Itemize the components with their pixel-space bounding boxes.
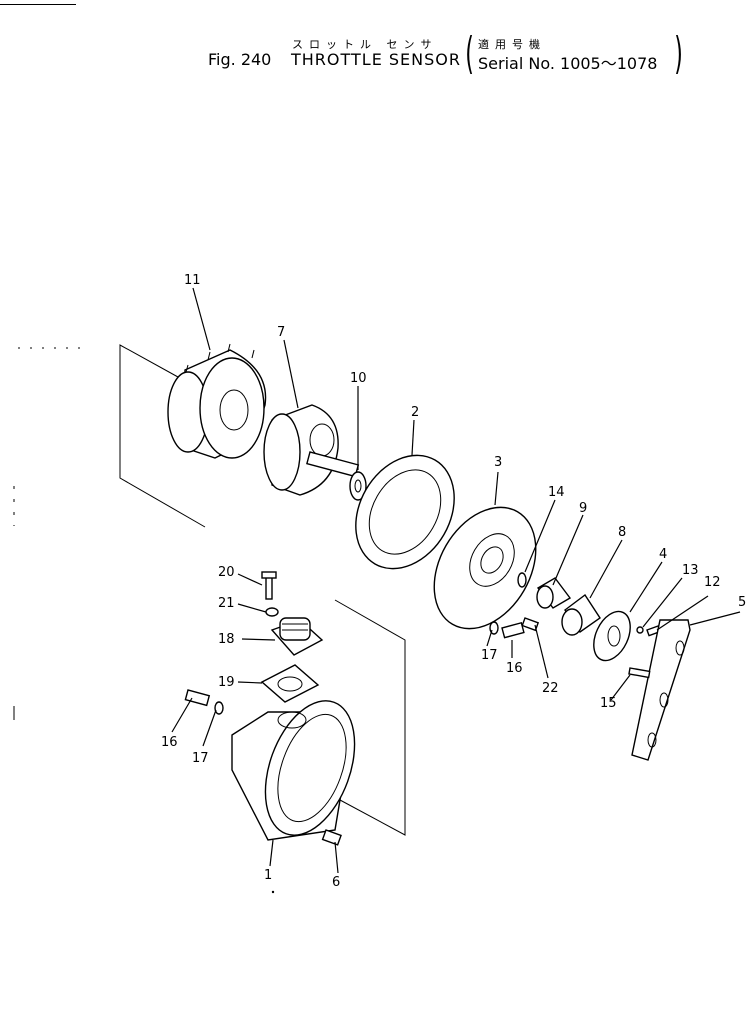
figure-number: Fig. 240 — [208, 50, 272, 69]
callout-8: 8 — [618, 525, 626, 540]
callout-6: 6 — [332, 875, 340, 890]
callout-16-upper: 16 — [506, 661, 523, 676]
part-2-gasket — [355, 454, 455, 570]
part-14-oring — [517, 572, 527, 588]
callout-16-lower: 16 — [161, 735, 178, 750]
callout-4: 4 — [659, 547, 667, 562]
callout-18: 18 — [218, 632, 235, 647]
figure-title: THROTTLE SENSOR — [291, 50, 461, 69]
callout-17-lower: 17 — [192, 751, 209, 766]
callout-9: 9 — [579, 501, 587, 516]
part-6-pin — [321, 829, 342, 846]
callout-20: 20 — [218, 565, 235, 580]
callout-2: 2 — [411, 405, 419, 420]
open-paren: ( — [465, 28, 474, 79]
part-7-lever — [263, 404, 360, 496]
part-1-housing — [231, 700, 356, 841]
part-10-washer — [349, 471, 367, 501]
part-17-washer-lower — [214, 701, 224, 715]
callout-11: 11 — [184, 273, 201, 288]
top-rule — [0, 4, 76, 5]
part-11-potentiometer — [167, 343, 267, 459]
part-22-pin — [521, 617, 540, 632]
leader-lines — [171, 287, 741, 874]
part-20-screw — [261, 571, 277, 600]
serial-japanese: 適用号機 — [478, 38, 546, 51]
callout-1: 1 — [264, 868, 272, 883]
part-8-bearing — [561, 593, 601, 636]
group-bracket-lower — [334, 599, 406, 836]
callout-7: 7 — [277, 325, 285, 340]
part-13-ball — [636, 626, 644, 634]
callout-5: 5 — [738, 595, 746, 610]
part-18-connector — [270, 617, 324, 656]
part-5-link-arm — [631, 619, 691, 761]
callout-13: 13 — [682, 563, 699, 578]
part-3-flange — [433, 506, 537, 630]
scan-marks — [13, 347, 275, 894]
part-21-washer — [265, 607, 279, 617]
callout-22: 22 — [542, 681, 559, 696]
title-japanese: スロットル センサ — [292, 38, 438, 51]
part-15-pin — [628, 667, 651, 679]
callout-12: 12 — [704, 575, 721, 590]
callout-3: 3 — [494, 455, 502, 470]
callout-21: 21 — [218, 596, 235, 611]
close-paren: ) — [674, 28, 683, 79]
part-19-gasket — [260, 664, 320, 703]
callout-15: 15 — [600, 696, 617, 711]
part-16-bolt-upper — [501, 621, 525, 639]
callout-10: 10 — [350, 371, 367, 386]
part-4-retainer — [593, 610, 631, 662]
part-9-sleeve — [536, 577, 572, 609]
group-bracket-upper — [119, 344, 206, 528]
serial-range: Serial No. 1005～1078 — [478, 54, 658, 73]
callout-19: 19 — [218, 675, 235, 690]
part-16-bolt-lower — [184, 689, 211, 707]
callout-14: 14 — [548, 485, 565, 500]
callout-17-upper: 17 — [481, 648, 498, 663]
